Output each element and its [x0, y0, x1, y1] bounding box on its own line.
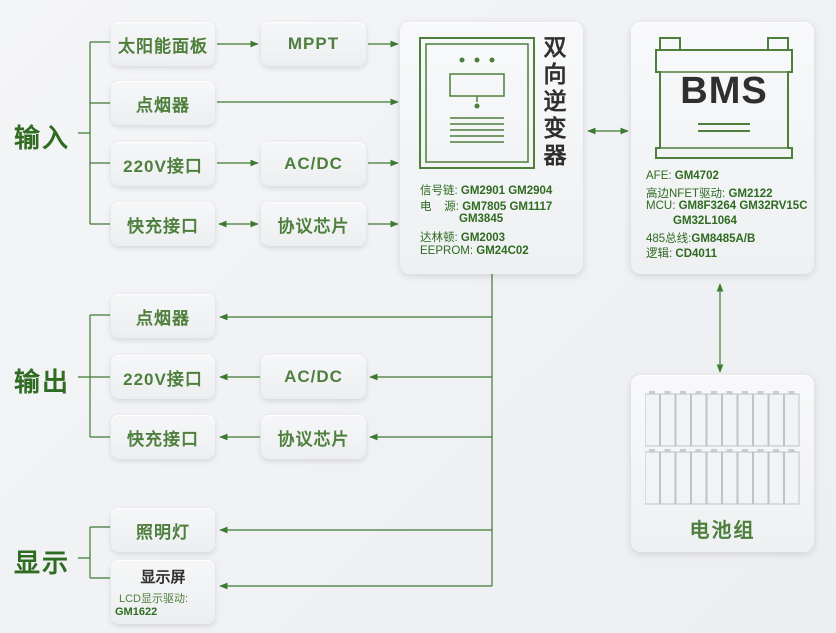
inverter-chip-line: GM3845: [459, 213, 504, 225]
battery-cell: [737, 393, 753, 447]
solar-panel-box: 太阳能面板: [111, 22, 215, 66]
battery-cell-cap: [726, 391, 733, 394]
inverter-chip-line: EEPROM: GM24C02: [420, 245, 529, 257]
fast-charge-input-box: 快充接口: [111, 202, 215, 246]
battery-cell: [753, 451, 769, 505]
section-label-input: 输入: [14, 123, 71, 153]
inverter-title-char: 逆: [543, 88, 567, 114]
battery-cells-icon: [645, 391, 800, 505]
mppt-box: MPPT: [261, 22, 366, 66]
battery-cell-cap: [757, 391, 764, 394]
battery-cell-cap: [757, 449, 764, 452]
bms-chip-line: 逻辑: CD4011: [646, 248, 717, 260]
battery-cell-cap: [742, 449, 748, 452]
battery-cell: [753, 393, 769, 447]
bms-battery-icon: [655, 37, 793, 159]
inverter-title-char: 双: [543, 34, 567, 60]
bms-chip-line: AFE: GM4702: [646, 170, 719, 182]
inverter-title: 双 向 逆 变 器: [538, 34, 572, 169]
battery-cell: [722, 451, 738, 505]
screen-box: 显示屏 LCD显示驱动: GM1622: [111, 560, 215, 624]
lighter-input-box: 点烟器: [111, 81, 215, 125]
protocol-chip-output-box: 协议芯片: [261, 415, 366, 459]
inverter-chip-line: 信号链: GM2901 GM2904: [420, 185, 553, 197]
battery-cell-cap: [649, 449, 655, 452]
inverter-chip-line: 达林顿: GM2003: [420, 232, 506, 244]
bms-chip-line: GM32L1064: [673, 215, 737, 227]
battery-cell-cap: [773, 449, 779, 452]
battery-cell: [660, 393, 676, 447]
battery-cell-cap: [726, 449, 733, 452]
battery-cell: [768, 393, 784, 447]
battery-cell: [784, 451, 800, 505]
battery-cell: [675, 393, 691, 447]
lighter-output-box: 点烟器: [111, 294, 215, 338]
battery-cell: [706, 451, 722, 505]
protocol-chip-input-box: 协议芯片: [261, 202, 366, 246]
battery-cell: [660, 451, 676, 505]
battery-cell: [737, 451, 753, 505]
bms-chip-line: 485总线:GM8485A/B: [646, 233, 756, 245]
inverter-icon: [419, 37, 535, 169]
battery-cell-cap: [680, 449, 686, 452]
battery-cell-cap: [649, 391, 655, 394]
inverter-title-char: 变: [543, 115, 567, 141]
battery-cell-cap: [695, 449, 702, 452]
battery-cell: [706, 393, 722, 447]
bms-chip-line: 高边NFET驱动: GM2122: [646, 188, 773, 200]
fast-charge-output-box: 快充接口: [111, 415, 215, 459]
inverter-chip-line: 电 源: GM7805 GM1117: [420, 201, 553, 213]
battery-cell-cap: [664, 449, 671, 452]
ac220-input-box: 220V接口: [111, 142, 215, 186]
bms-chip-line: MCU: GM8F3264 GM32RV15C: [646, 200, 808, 212]
battery-pack-label: 电池组: [689, 520, 756, 542]
acdc-output-box: AC/DC: [261, 355, 366, 399]
battery-cell: [645, 393, 660, 447]
battery-cell: [784, 393, 800, 447]
battery-cell-cap: [773, 391, 779, 394]
lighting-box: 照明灯: [111, 508, 215, 552]
battery-cell: [691, 451, 707, 505]
screen-title: 显示屏: [140, 569, 186, 586]
battery-cell: [722, 393, 738, 447]
battery-cell: [645, 451, 660, 505]
battery-cell: [768, 451, 784, 505]
inverter-title-char: 向: [543, 61, 567, 87]
ac220-output-box: 220V接口: [111, 355, 215, 399]
screen-driver-chip: GM1622: [115, 606, 158, 618]
battery-cell-cap: [695, 391, 702, 394]
battery-cell-cap: [788, 449, 795, 452]
battery-cell: [675, 451, 691, 505]
section-label-output: 输出: [14, 367, 71, 397]
battery-cell-cap: [711, 449, 717, 452]
section-label-display: 显示: [14, 548, 71, 578]
battery-cell-cap: [711, 391, 717, 394]
battery-cell-cap: [680, 391, 686, 394]
battery-cell: [691, 393, 707, 447]
screen-driver-label: LCD显示驱动:: [119, 593, 189, 605]
battery-cell-cap: [742, 391, 748, 394]
battery-cell-cap: [788, 391, 795, 394]
bms-title: BMS: [680, 70, 768, 112]
acdc-input-box: AC/DC: [261, 142, 366, 186]
inverter-panel: [400, 22, 583, 274]
inverter-title-char: 器: [543, 142, 567, 168]
battery-cell-cap: [664, 391, 671, 394]
